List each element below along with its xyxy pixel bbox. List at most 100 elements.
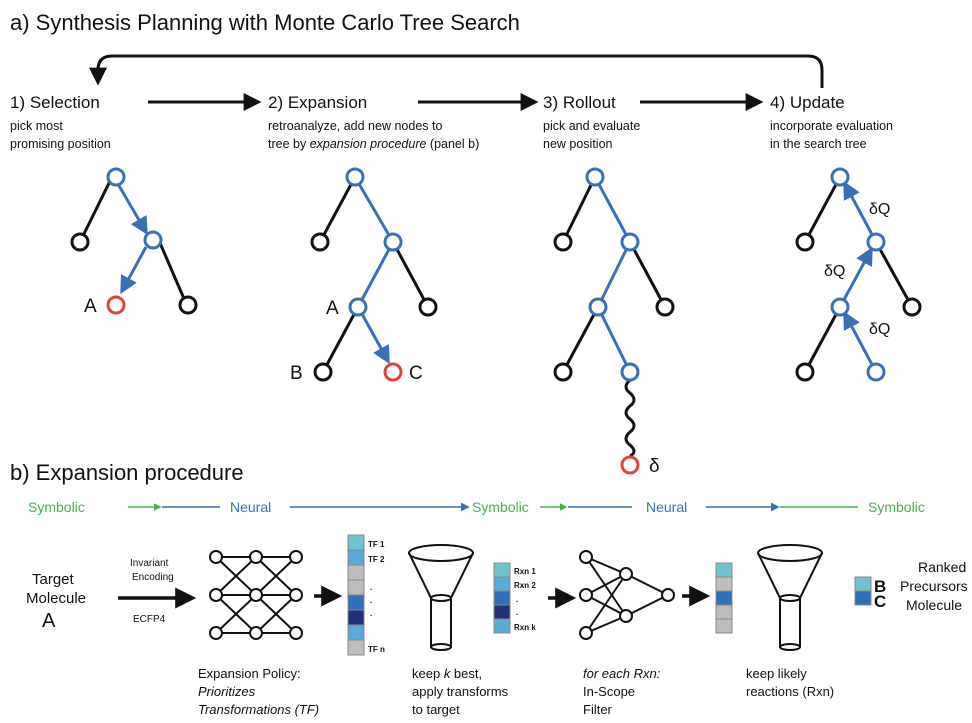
rxn-label-dot: . <box>516 595 518 604</box>
nn-neuron <box>209 550 223 564</box>
tree-node-new <box>383 362 403 382</box>
symbolic-neural-band: Symbolic Neural Symbolic Neural Symbolic <box>28 499 925 515</box>
tree-edge <box>838 246 873 308</box>
rxn-label-k: Rxn k <box>514 623 536 632</box>
tf-ranking-bar <box>347 534 365 656</box>
tree-node <box>553 232 573 252</box>
caption-policy-3: Transformations (TF) <box>198 702 319 717</box>
step-rollout-title: 3) Rollout <box>543 93 616 112</box>
ranked-line2: Precursors <box>900 578 968 594</box>
expansion-desc-1: retroanalyze, add new nodes to <box>268 119 442 133</box>
caption-keep-best-3: to target <box>412 702 460 717</box>
update-tree <box>795 167 922 382</box>
tree-node-selected <box>106 295 126 315</box>
caption-keep-best-2: apply transforms <box>412 684 509 699</box>
expansion-desc-2-italic: expansion procedure <box>310 137 427 151</box>
band-symbolic-2: Symbolic <box>472 499 529 515</box>
expansion-node-a-label: A <box>326 298 339 319</box>
caption-keep-best-pre: keep <box>412 666 444 681</box>
nn-neuron <box>249 550 263 564</box>
caption-keep-likely-2: reactions (Rxn) <box>746 684 834 699</box>
caption-policy-2: Prioritizes <box>198 684 256 699</box>
nn-neuron <box>289 550 303 564</box>
rollout-desc-1: pick and evaluate <box>543 119 640 133</box>
target-line2: Molecule <box>26 590 86 607</box>
result-bar <box>854 576 872 606</box>
in-scope-filter-network <box>579 550 675 640</box>
nn-neuron <box>289 626 303 640</box>
rxn-ranking-bar <box>493 562 511 634</box>
encoding-fp: ECFP4 <box>133 614 166 625</box>
target-line1: Target <box>32 571 75 588</box>
tree-edge <box>803 306 842 373</box>
rxn-label-2: Rxn 2 <box>514 581 536 590</box>
tree-node <box>620 232 640 252</box>
tree-node <box>830 297 850 317</box>
tree-node <box>588 297 608 317</box>
nn-neuron <box>619 567 633 581</box>
encoding-line1: Invariant <box>130 558 169 569</box>
feedback-loop-arrow <box>89 54 824 88</box>
tree-node <box>866 232 886 252</box>
tree-node <box>143 230 163 250</box>
selection-desc-2: promising position <box>10 137 111 151</box>
band-neural-1: Neural <box>230 499 271 515</box>
update-desc-1: incorporate evaluation <box>770 119 893 133</box>
update-dq-label-top: δQ <box>869 201 890 218</box>
tree-edge <box>843 310 878 373</box>
expansion-tree <box>310 167 438 382</box>
nn-neuron <box>579 588 593 602</box>
rxn-label-1: Rxn 1 <box>514 567 536 576</box>
panel-b-title: b) Expansion procedure <box>10 460 244 485</box>
selection-desc-1: pick most <box>10 119 63 133</box>
tree-edge <box>318 176 357 243</box>
nn-neuron <box>289 588 303 602</box>
tree-edge <box>628 241 667 308</box>
band-symbolic-3: Symbolic <box>868 499 925 515</box>
tree-edge <box>321 306 360 373</box>
result-letter-b: B <box>874 577 886 596</box>
tree-node <box>902 297 922 317</box>
step-expansion-title: 2) Expansion <box>268 93 367 112</box>
tf-label-dot: . <box>370 596 372 605</box>
selection-tree <box>70 167 198 315</box>
rollout-delta-label: δ <box>649 456 660 477</box>
result-letter-c: C <box>874 592 886 611</box>
tree-edge <box>843 180 878 243</box>
nn-neuron <box>579 626 593 640</box>
band-neural-2: Neural <box>646 499 687 515</box>
tf-label-2: TF 2 <box>368 555 385 564</box>
tree-node <box>178 295 198 315</box>
tf-label-1: TF 1 <box>368 540 385 549</box>
caption-keep-best-k: k <box>444 666 452 681</box>
tree-node <box>310 232 330 252</box>
nn-neuron <box>619 609 633 623</box>
tree-edge <box>116 183 148 236</box>
nn-neuron <box>661 588 675 602</box>
tree-node <box>383 232 403 252</box>
tree-edge <box>356 241 395 308</box>
caption-policy-1: Expansion Policy: <box>198 666 301 681</box>
rxn-label-dot: . <box>516 608 518 617</box>
tree-node <box>655 297 675 317</box>
tf-label-n: TF n <box>368 645 385 654</box>
tree-edge <box>593 176 632 243</box>
tree-edge <box>78 176 114 243</box>
filtered-bar <box>715 562 733 634</box>
tf-label-dot: . <box>370 609 372 618</box>
ranked-line3: Molecule <box>906 597 962 613</box>
update-dq-label-mid: δQ <box>824 263 845 280</box>
tree-node <box>795 232 815 252</box>
tree-edge <box>353 176 395 243</box>
rollout-tree <box>553 167 675 475</box>
encoding-line2: Encoding <box>132 572 174 583</box>
keep-best-funnel <box>408 544 474 651</box>
tree-node <box>866 362 886 382</box>
nn-neuron <box>249 588 263 602</box>
tree-node <box>585 167 605 187</box>
target-letter: A <box>42 610 56 632</box>
caption-filter-2: In-Scope <box>583 684 635 699</box>
tree-edge <box>874 241 914 308</box>
expansion-node-b-label: B <box>290 363 303 384</box>
nn-neuron <box>579 550 593 564</box>
